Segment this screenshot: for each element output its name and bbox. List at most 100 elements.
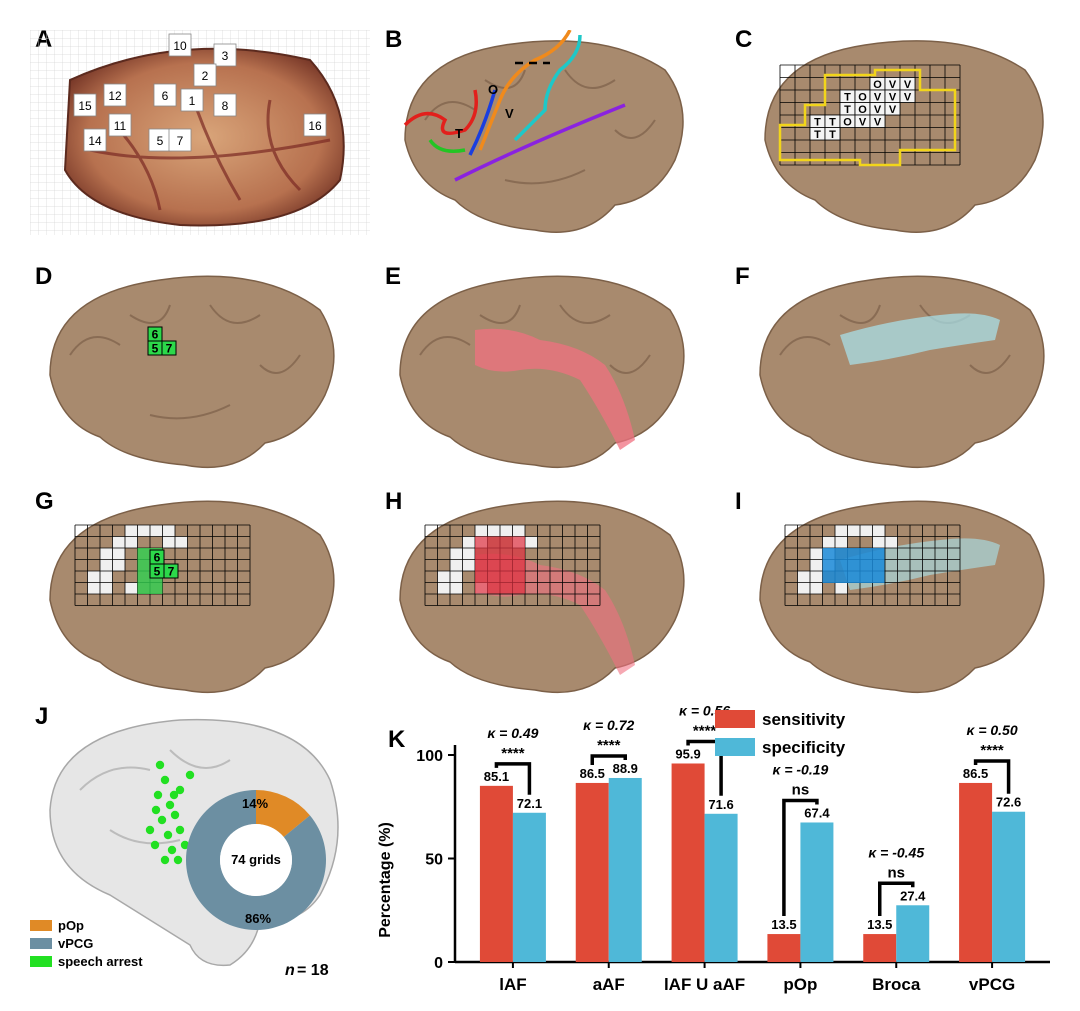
speech-arrest-dot — [173, 855, 183, 865]
panel-h-grid-red — [399, 500, 685, 694]
cell-number: 5 — [154, 565, 161, 579]
legend-label-specificity: specificity — [762, 738, 846, 757]
value-label: 72.1 — [517, 796, 542, 811]
panel-label-j: J — [35, 703, 49, 730]
bar-sensitivity — [863, 934, 897, 962]
legend-swatch-vpcg — [30, 938, 52, 949]
tract-letter-v: V — [505, 106, 514, 121]
panel-j-summary: 14% 74 grids 86% pOp vPCG speech arrest … — [30, 718, 339, 979]
panel-label-h: H — [385, 488, 403, 515]
electrode-number: 7 — [177, 134, 184, 148]
legend-swatch-pop — [30, 920, 52, 931]
brain-lateral — [764, 40, 1044, 233]
panel-label-d: D — [35, 263, 53, 290]
value-label: 86.5 — [963, 766, 988, 781]
electrode-number: 8 — [222, 99, 229, 113]
value-label: 13.5 — [867, 917, 892, 932]
cell-number: 7 — [166, 342, 173, 356]
panel-label-f: F — [735, 263, 750, 290]
speech-arrest-dot — [150, 840, 160, 850]
x-tick-label: lAF — [499, 975, 526, 994]
legend-label-vpcg: vPCG — [58, 936, 93, 951]
panel-f-brain-blue — [759, 275, 1045, 469]
tract-cyan — [513, 34, 582, 142]
electrode-tag: 7 — [168, 128, 192, 152]
bar-specificity — [704, 813, 738, 962]
electrode-grid — [74, 524, 251, 606]
speech-arrest-dot — [151, 805, 161, 815]
grid-letter: T — [814, 129, 821, 141]
speech-arrest-dot — [185, 770, 195, 780]
bar-sensitivity — [575, 782, 609, 962]
value-label: 71.6 — [708, 797, 733, 812]
kappa-label: κ = 0.50 — [967, 722, 1018, 738]
legend-label-pop: pOp — [58, 918, 84, 933]
grid-letter: O — [873, 79, 882, 91]
electrode-tag: 15 — [73, 93, 97, 117]
significance-bracket — [590, 754, 627, 765]
grid-letter: T — [829, 117, 836, 129]
bar-specificity — [992, 811, 1026, 962]
electrode-number: 15 — [78, 99, 92, 113]
yellow-boundary — [778, 68, 957, 167]
tract-red — [403, 89, 478, 136]
significance-label: **** — [980, 742, 1004, 759]
grid-letter: V — [874, 104, 882, 116]
electrode-tag: 16 — [303, 113, 327, 137]
electrode-tag: 8 — [213, 93, 237, 117]
grid-letter: V — [889, 104, 897, 116]
tract-letter-o: O — [488, 82, 498, 97]
value-label: 27.4 — [900, 888, 926, 903]
x-tick-label: lAF U aAF — [664, 975, 745, 994]
legend-swatch-speech — [30, 956, 52, 967]
legend-label-speech: speech arrest — [58, 954, 143, 969]
significance-label: ns — [887, 864, 905, 881]
electrode-number: 14 — [88, 134, 102, 148]
speech-arrest-dot — [157, 815, 167, 825]
panel-label-i: I — [735, 488, 742, 515]
grid-letter: V — [889, 92, 897, 104]
electrode-tag: 3 — [213, 43, 237, 67]
cell-number: 6 — [152, 328, 159, 342]
grid-letter: V — [889, 79, 897, 91]
significance-label: **** — [693, 722, 717, 739]
significance-bracket — [878, 881, 915, 917]
speech-arrest-dot — [153, 790, 163, 800]
grid-letter: V — [859, 117, 867, 129]
electrode-number: 12 — [108, 89, 122, 103]
bar-sensitivity — [767, 934, 801, 962]
kappa-label: κ = 0.49 — [487, 725, 538, 741]
blue-overlay — [840, 313, 1000, 365]
donut-slice-vpcg — [186, 790, 326, 930]
electrode-number: 6 — [162, 89, 169, 103]
x-tick-label: Broca — [872, 975, 921, 994]
value-label: 85.1 — [484, 769, 509, 784]
speech-arrest-dot — [155, 760, 165, 770]
grid-letter: V — [904, 79, 912, 91]
bar-specificity — [800, 822, 834, 962]
tract-orange — [478, 30, 572, 151]
cell-number: 7 — [168, 565, 175, 579]
value-label: 88.9 — [613, 761, 638, 776]
grid-letter: T — [814, 117, 821, 129]
legend-swatch-sensitivity — [715, 710, 755, 728]
grid-letter: T — [829, 129, 836, 141]
value-label: 72.6 — [996, 795, 1021, 810]
electrode-tag: 10 — [168, 33, 192, 57]
electrode-tag: 2 — [193, 63, 217, 87]
electrode-tag: 12 — [103, 83, 127, 107]
panel-label-b: B — [385, 26, 403, 53]
grid-letter: O — [858, 104, 867, 116]
x-tick-label: pOp — [783, 975, 817, 994]
electrode-number: 3 — [222, 49, 229, 63]
tract-blue — [468, 89, 497, 156]
electrode-grid — [424, 524, 601, 606]
value-label: 13.5 — [771, 917, 796, 932]
panel-label-g: G — [35, 488, 54, 515]
